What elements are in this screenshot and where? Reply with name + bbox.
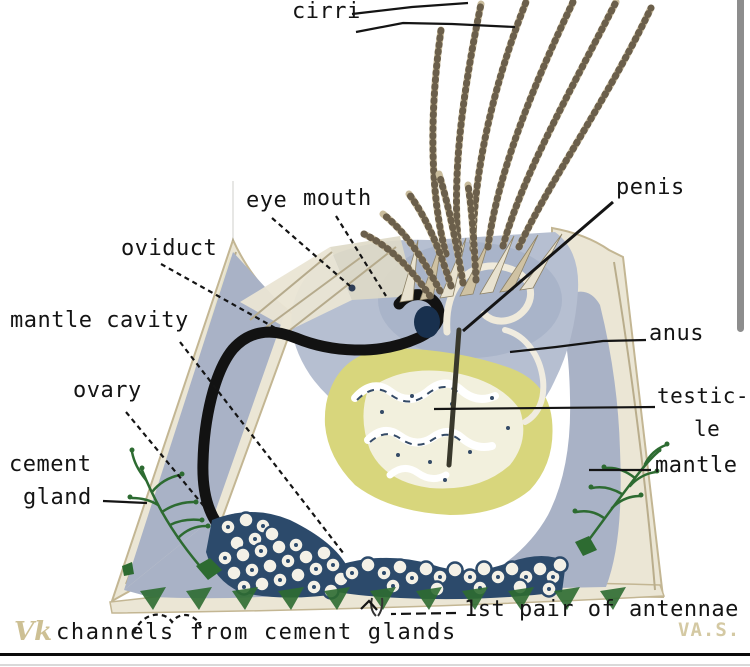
cement-gland-right <box>572 441 670 556</box>
label-first-pair-antennae: 1st pair of antennae <box>464 597 739 622</box>
bottom-edge-line <box>0 664 750 666</box>
lead-lines <box>102 1 656 634</box>
watermark-vk: Vk <box>14 617 53 647</box>
watermark-as: VA.S. <box>678 619 741 641</box>
label-testicle-line1: testic- <box>657 384 750 408</box>
label-mouth: mouth <box>303 186 372 211</box>
egg-mass <box>206 511 569 600</box>
label-anus: anus <box>649 321 704 346</box>
label-cement-gland-line1: cement <box>9 452 92 477</box>
label-testicle-line2: le <box>694 417 721 441</box>
label-mantle: mantle <box>655 453 738 478</box>
antennae-marks <box>370 597 384 617</box>
label-cement-gland-line2: gland <box>23 485 92 510</box>
eye-spot <box>348 284 440 338</box>
penis-structure <box>446 327 462 468</box>
label-cirri: cirri <box>292 0 361 24</box>
scrollbar-thumb[interactable] <box>737 0 744 332</box>
label-channels-from-cement-glands: channels from cement glands <box>56 620 457 645</box>
cement-gland-left <box>122 447 222 580</box>
label-eye: eye <box>246 188 288 213</box>
oviduct-tube <box>197 289 445 538</box>
bottom-rule <box>0 653 750 656</box>
testis-region <box>324 348 553 515</box>
label-ovary: ovary <box>73 378 142 403</box>
label-oviduct: oviduct <box>121 236 218 261</box>
base-channel-teeth <box>140 587 626 610</box>
label-penis: penis <box>616 175 685 200</box>
faint-artifact-line <box>232 181 234 241</box>
label-mantle-cavity: mantle cavity <box>10 308 189 333</box>
cirri-plumes <box>360 0 655 300</box>
